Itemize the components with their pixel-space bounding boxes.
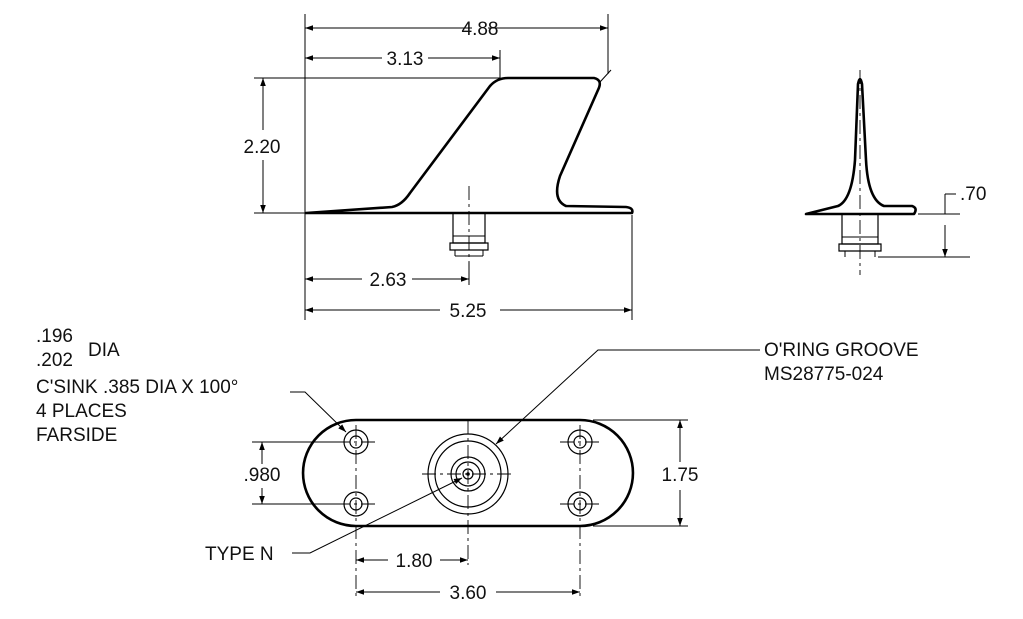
end-view: .70: [804, 70, 986, 275]
hole-callout: .196 .202 DIA C'SINK .385 DIA X 100° 4 P…: [36, 326, 238, 446]
dim-2-20: 2.20: [244, 137, 281, 158]
dim-1-80: 1.80: [396, 551, 433, 572]
plan-view: .980 1.75 1.80 3.60: [244, 349, 760, 604]
places-note: 4 PLACES: [36, 401, 127, 422]
dim-4-88: 4.88: [462, 19, 499, 40]
type-n-leader: [292, 477, 463, 554]
dim-3-13: 3.13: [387, 49, 424, 70]
hole-dia-bottom: .202: [36, 350, 73, 371]
hole-leader: [290, 391, 347, 433]
end-view-outline: [804, 77, 917, 216]
countersink-note: C'SINK .385 DIA X 100°: [36, 377, 238, 398]
dim-1-75: 1.75: [662, 465, 699, 486]
type-n-note: TYPE N: [205, 544, 274, 565]
oring-callout: O'RING GROOVE MS28775-024: [764, 340, 919, 385]
dim-0-70: .70: [960, 184, 986, 205]
dim-2-63: 2.63: [370, 270, 407, 291]
dim-3-60: 3.60: [450, 583, 487, 604]
side-view-outline: [304, 76, 634, 215]
dim-5-25: 5.25: [450, 301, 487, 322]
hole-dia-top: .196: [36, 326, 73, 347]
farside-note: FARSIDE: [36, 425, 117, 446]
oring-note-line2: MS28775-024: [764, 364, 884, 385]
oring-note-line1: O'RING GROOVE: [764, 340, 919, 361]
oring-leader: [495, 349, 760, 445]
side-view: 4.88 3.13 2.20 2.63 5.25: [244, 14, 634, 322]
hole-dia-suffix: DIA: [88, 340, 120, 361]
dim-0-980: .980: [244, 465, 281, 486]
